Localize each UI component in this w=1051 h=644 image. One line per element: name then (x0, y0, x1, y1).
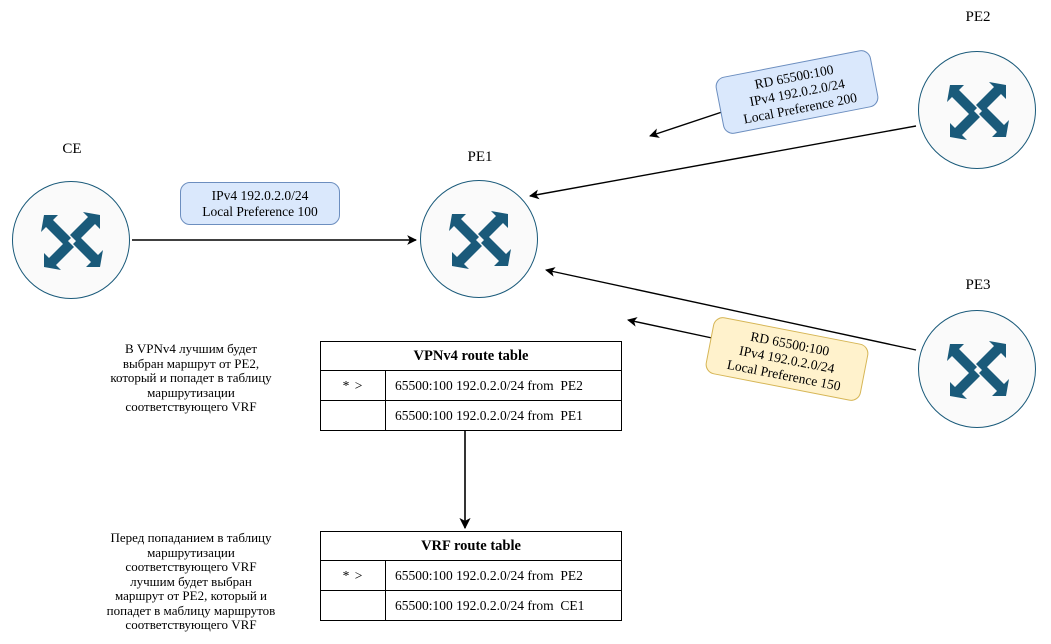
node-label-ce: CE (62, 141, 82, 157)
router-icon (947, 341, 1009, 399)
route-flag (320, 590, 386, 621)
router-ce[interactable] (12, 181, 132, 301)
vrf-table-title: VRF route table (320, 531, 622, 561)
note-line: выбран маршрут от PE2, (122, 355, 260, 371)
table-row[interactable]: * > 65500:100 192.0.2.0/24 from PE2 (320, 560, 622, 591)
router-pe1[interactable] (420, 180, 540, 300)
pointer-pe2-advert (649, 111, 723, 138)
note-line: соответствующего VRF (125, 559, 257, 574)
route-flag: * > (320, 560, 386, 591)
note-line: маршрутизации (147, 544, 235, 560)
table-header-row: VRF route table (320, 531, 622, 561)
table-row[interactable]: * > 65500:100 192.0.2.0/24 from PE2 (320, 370, 622, 401)
callout-pe2-advert[interactable]: RD 65500:100 IPv4 192.0.2.0/24 Local Pre… (713, 48, 881, 136)
router-icon (449, 211, 511, 269)
route-entry: 65500:100 192.0.2.0/24 from PE2 (385, 370, 622, 401)
callout-line: IPv4 192.0.2.0/24 (211, 188, 309, 203)
callout-ce-advert[interactable]: IPv4 192.0.2.0/24 Local Preference 100 (180, 182, 340, 225)
note-line: маршрутизации (147, 384, 235, 400)
node-label-pe3: PE3 (965, 277, 991, 293)
router-pe3[interactable] (918, 310, 1038, 430)
route-entry: 65500:100 192.0.2.0/24 from PE2 (385, 560, 622, 591)
callout-line: Local Preference 100 (202, 204, 318, 219)
router-pe2[interactable] (918, 51, 1038, 171)
callout-pe3-advert[interactable]: RD 65500:100 IPv4 192.0.2.0/24 Local Pre… (703, 315, 871, 403)
vpnv4-route-table: VPNv4 route table * > 65500:100 192.0.2.… (320, 341, 622, 431)
node-label-pe2: PE2 (965, 9, 991, 25)
router-ce-circle (12, 181, 130, 299)
route-flag: * > (320, 370, 386, 401)
note-line: маршрут от PE2, который и (114, 588, 267, 603)
route-entry: 65500:100 192.0.2.0/24 from CE1 (385, 590, 622, 621)
vpnv4-table-title: VPNv4 route table (320, 341, 622, 371)
route-flag (320, 400, 386, 431)
router-icon (947, 82, 1009, 140)
node-label-pe1: PE1 (467, 149, 493, 165)
note-line: соответствующего VRF (125, 617, 257, 632)
pointer-pe3-advert (627, 317, 713, 339)
note-line: соответствующего VRF (125, 399, 257, 414)
link-pe2-pe1 (529, 125, 917, 200)
note-line: Перед попаданием в таблицу (110, 530, 272, 545)
note-vrf: Перед попаданием в таблицу маршрутизации… (70, 530, 312, 633)
note-line: попадет в маблицу маршрутов (106, 602, 276, 618)
table-row[interactable]: 65500:100 192.0.2.0/24 from CE1 (320, 590, 622, 621)
note-vpnv4: В VPNv4 лучшим будет выбран маршрут от P… (70, 341, 312, 415)
router-pe3-circle (918, 310, 1036, 428)
router-pe2-circle (918, 51, 1036, 169)
route-entry: 65500:100 192.0.2.0/24 from PE1 (385, 400, 622, 431)
router-pe1-circle (420, 180, 538, 298)
table-header-row: VPNv4 route table (320, 341, 622, 371)
note-line: В VPNv4 лучшим будет (124, 341, 257, 356)
note-line: который и попадет в таблицу (110, 370, 272, 385)
vrf-route-table: VRF route table * > 65500:100 192.0.2.0/… (320, 531, 622, 621)
router-icon (41, 212, 103, 270)
table-row[interactable]: 65500:100 192.0.2.0/24 from PE1 (320, 400, 622, 431)
note-line: лучшим будет выбран (130, 573, 252, 589)
